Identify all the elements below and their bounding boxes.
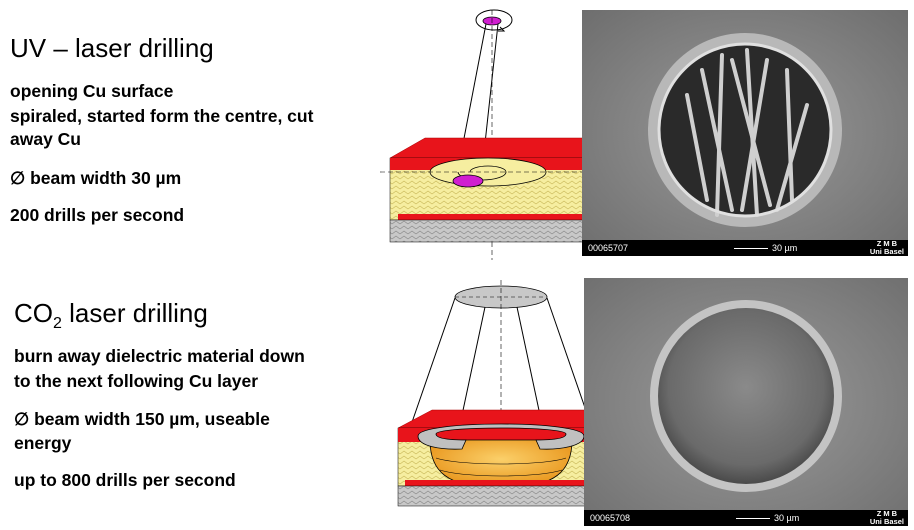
co2-beam-width-2: energy (14, 433, 72, 453)
diameter-icon: ∅ (14, 409, 30, 429)
uv-laser-spot (452, 174, 484, 188)
co2-line-1: burn away dielectric material down (14, 346, 305, 366)
uv-line-3: away Cu (10, 129, 81, 149)
co2-rate: up to 800 drills per second (14, 470, 236, 490)
uv-title: UV – laser drilling (10, 33, 214, 63)
co2-line-2: to the next following Cu layer (14, 371, 259, 391)
uv-substrate (389, 219, 596, 243)
uv-rotation-arrow (475, 9, 513, 31)
co2-beam-width-text: beam width 150 µm, useable (29, 409, 270, 429)
uv-beam-width: ∅ beam width 30 µm (10, 167, 181, 189)
uv-line-2: spiraled, started form the centre, cut (10, 106, 314, 126)
uv-line-1: opening Cu surface (10, 81, 174, 101)
co2-substrate (397, 485, 596, 507)
co2-sem-id: 00065708 (590, 513, 631, 523)
co2-sem-micrograph (584, 278, 908, 526)
co2-beam-width: ∅ beam width 150 µm, useable (14, 408, 270, 430)
co2-title: CO2 laser drilling (14, 298, 208, 333)
uv-sem-id: 00065707 (588, 243, 629, 253)
co2-bottom-copper (405, 480, 587, 486)
co2-title-suffix: laser drilling (61, 298, 208, 328)
co2-sem-scale: 30 µm (735, 513, 800, 523)
uv-sem-micrograph (582, 10, 908, 256)
co2-title-subscript: 2 (53, 315, 62, 333)
co2-opening-ring (417, 423, 585, 450)
uv-sem-scale: 30 µm (733, 243, 798, 253)
uv-bottom-copper (398, 214, 586, 220)
uv-beam-width-text: beam width 30 µm (25, 168, 182, 188)
uv-rate: 200 drills per second (10, 205, 185, 225)
diameter-icon: ∅ (10, 168, 26, 188)
co2-title-prefix: CO (14, 298, 53, 328)
